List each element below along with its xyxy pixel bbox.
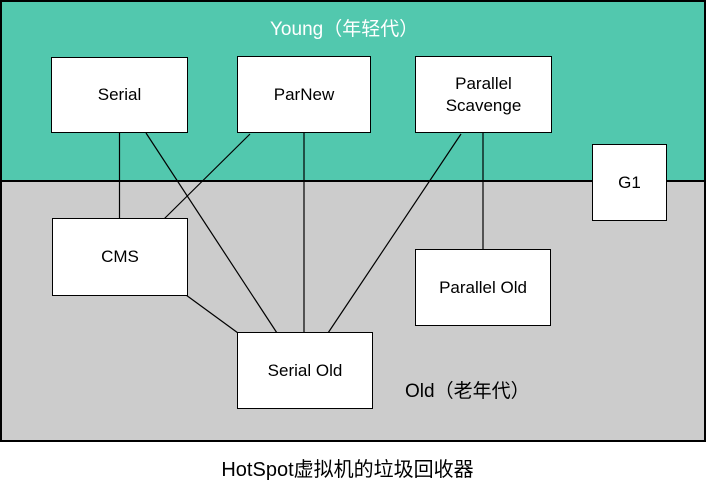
edge-parnew-cms [163, 133, 251, 220]
diagram-caption: HotSpot虚拟机的垃圾回收器 [221, 459, 474, 481]
node-serial-old-label: Serial Old [267, 360, 343, 380]
node-parnew: ParNew [237, 56, 371, 133]
old-region-label: Old（老年代） [405, 381, 530, 402]
node-parnew-label: ParNew [273, 84, 335, 104]
edge-serial-serial-old [145, 132, 278, 334]
node-parallel-old-label: Parallel Old [439, 277, 527, 297]
node-cms-label: CMS [101, 247, 139, 267]
node-parallel-scavenge: Parallel Scavenge [415, 56, 552, 133]
node-g1: G1 [592, 144, 667, 221]
edge-parallel-scavenge-serial-old [327, 133, 462, 334]
node-serial-old: Serial Old [237, 332, 373, 409]
node-cms: CMS [52, 218, 188, 296]
edge-cms-serial-old [185, 294, 239, 334]
node-parallel-old: Parallel Old [415, 249, 551, 326]
node-serial-label: Serial [97, 85, 142, 105]
node-serial: Serial [51, 57, 188, 133]
young-region-label: Young（年轻代） [270, 19, 419, 40]
node-g1-label: G1 [618, 172, 641, 192]
node-parallel-scavenge-label: Parallel Scavenge [445, 74, 522, 115]
